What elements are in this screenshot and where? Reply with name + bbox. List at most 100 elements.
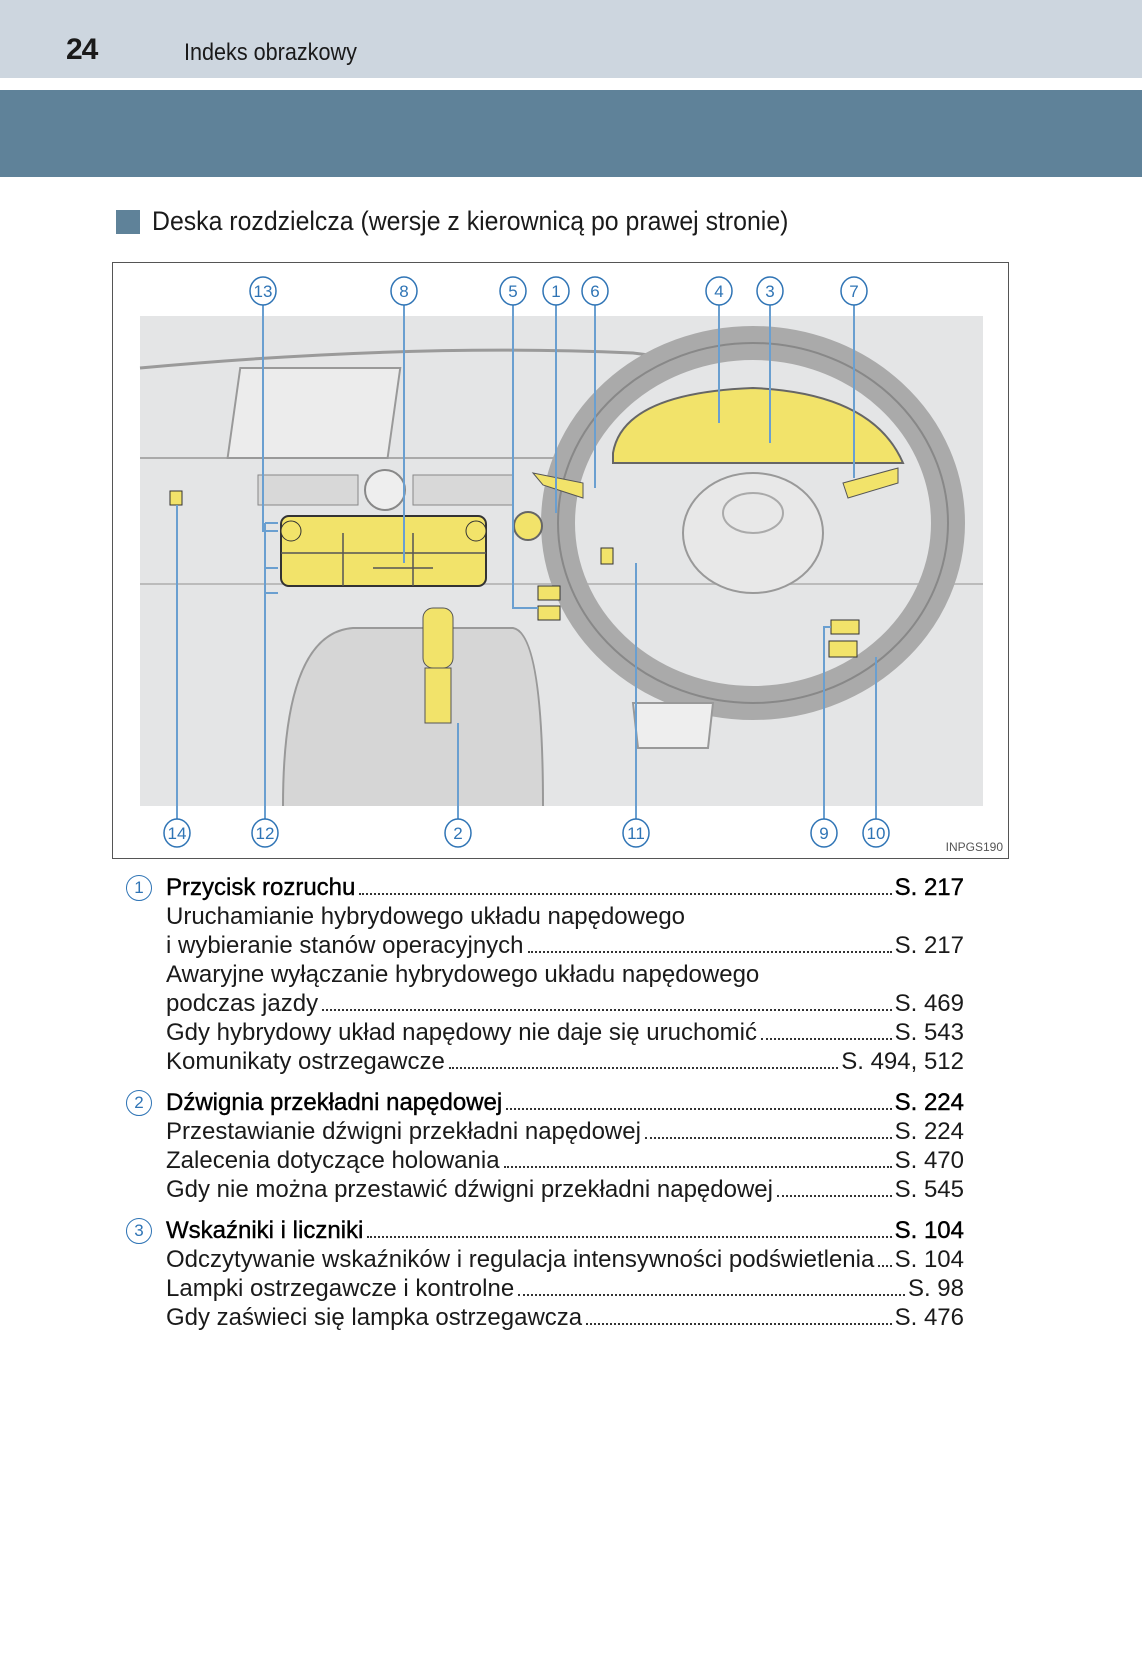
page-reference: S. 217 [894,932,964,959]
subentry-text: Komunikaty ostrzegawcze [166,1048,445,1075]
page-reference: S. 476 [894,1304,964,1331]
dot-leader [322,1008,892,1011]
page-reference: S. 545 [894,1176,964,1203]
entry-title: Dźwignia przekładni napędowej [166,1089,503,1116]
chapter-title: Indeks obrazkowy [184,39,357,66]
subentry-text: Zalecenia dotyczące holowania [166,1147,500,1174]
dot-leader [448,1066,839,1069]
page-reference: S. 470 [894,1147,964,1174]
page-reference: S. 98 [907,1275,964,1302]
callout-number: 7 [849,282,858,301]
index-subentry: Odczytywanie wskaźników i regulacja inte… [122,1245,964,1274]
subentry-text: Przestawianie dźwigni przekładni napędow… [166,1118,641,1145]
dot-leader [367,1235,892,1238]
callout-circle [499,276,527,306]
dot-leader [878,1264,892,1267]
callouts-bottom: 14 12 2 11 9 10 [163,818,890,848]
dot-leader [776,1194,892,1197]
subentry-text: i wybieranie stanów operacyjnych [166,932,524,959]
callout-circle [163,818,191,848]
dot-leader [518,1293,905,1296]
page-reference: S. 217 [894,874,964,901]
section-heading: Deska rozdzielcza (wersje z kierownicą p… [116,206,844,237]
dot-leader [359,892,892,895]
callout-circle [542,276,570,306]
page-number: 24 [66,33,98,66]
index-subentry: Komunikaty ostrzegawcze S. 494, 512 [122,1047,964,1076]
subentry-text: Lampki ostrzegawcze i kontrolne [166,1275,515,1302]
subentry-text: Awaryjne wyłączanie hybrydowego układu n… [166,961,760,988]
index-subentry: Lampki ostrzegawcze i kontrolne S. 98 [122,1274,964,1303]
callout-circle [390,276,418,306]
index-subentry: Przestawianie dźwigni przekładni napędow… [122,1117,964,1146]
item-number-badge: 2 [126,1090,152,1116]
entry-title: Przycisk rozruchu [166,874,356,901]
dot-leader [644,1136,892,1139]
callout-circle [810,818,838,848]
callout-circle [249,276,277,306]
index-subentry: podczas jazdy S. 469 [122,989,964,1018]
section-square-icon [116,209,140,234]
callout-number: 13 [254,282,273,301]
dot-leader [527,950,892,953]
section-title: Deska rozdzielcza (wersje z kierownicą p… [152,206,789,236]
callout-number: 1 [551,282,560,301]
callout-number: 8 [399,282,408,301]
callout-circle [756,276,784,306]
header-band [0,90,1142,177]
subentry-text: Gdy hybrydowy układ napędowy nie daje si… [166,1019,757,1046]
callout-circle [862,818,890,848]
index-subentry: Awaryjne wyłączanie hybrydowego układu n… [122,960,964,989]
callout-number: 5 [508,282,517,301]
callout-circle [705,276,733,306]
callout-circle [840,276,868,306]
callout-circle [444,818,472,848]
item-number-badge: 1 [126,875,152,901]
callout-circle [251,818,279,848]
callout-number: 10 [867,824,886,843]
index-entry: 1 Przycisk rozruchu S. 217 [122,873,964,902]
index-subentry: Gdy hybrydowy układ napędowy nie daje si… [122,1018,964,1047]
page-reference: S. 104 [894,1217,964,1244]
page-reference: S. 469 [894,990,964,1017]
subentry-text: Odczytywanie wskaźników i regulacja inte… [166,1246,875,1273]
subentry-text: Uruchamianie hybrydowego układu napędowe… [166,903,686,930]
callout-number: 12 [256,824,275,843]
callout-number: 11 [627,824,645,843]
entry-title: Wskaźniki i liczniki [166,1217,364,1244]
callout-circle [581,276,609,306]
subentry-text: Gdy zaświeci się lampka ostrzegawcza [166,1304,583,1331]
page-reference: S. 224 [894,1118,964,1145]
subentry-text: Gdy nie można przestawić dźwigni przekła… [166,1176,773,1203]
page-reference: S. 494, 512 [841,1048,964,1075]
page-reference: S. 104 [894,1246,964,1273]
index-subentry: i wybieranie stanów operacyjnych S. 217 [122,931,964,960]
callout-circle [622,818,650,848]
page-reference: S. 543 [894,1019,964,1046]
dot-leader [503,1165,892,1168]
index-subentry: Uruchamianie hybrydowego układu napędowe… [122,902,964,931]
dot-leader [506,1107,892,1110]
dot-leader [761,1037,892,1040]
callout-number: 14 [168,824,187,843]
index-subentry: Zalecenia dotyczące holowania S. 470 [122,1146,964,1175]
subentry-text: podczas jazdy [166,990,319,1017]
index-subentry: Gdy zaświeci się lampka ostrzegawcza S. 4… [122,1303,964,1332]
callout-number: 3 [765,282,774,301]
index-subentry: Gdy nie można przestawić dźwigni przekła… [122,1175,964,1204]
callout-number: 2 [453,824,462,843]
dot-leader [586,1322,892,1325]
index-group: 2 Dźwignia przekładni napędowej S. 224 Prze… [122,1088,964,1204]
illustration-code: INPGS190 [946,840,1004,854]
callout-number: 6 [590,282,599,301]
callout-number: 9 [819,824,828,843]
